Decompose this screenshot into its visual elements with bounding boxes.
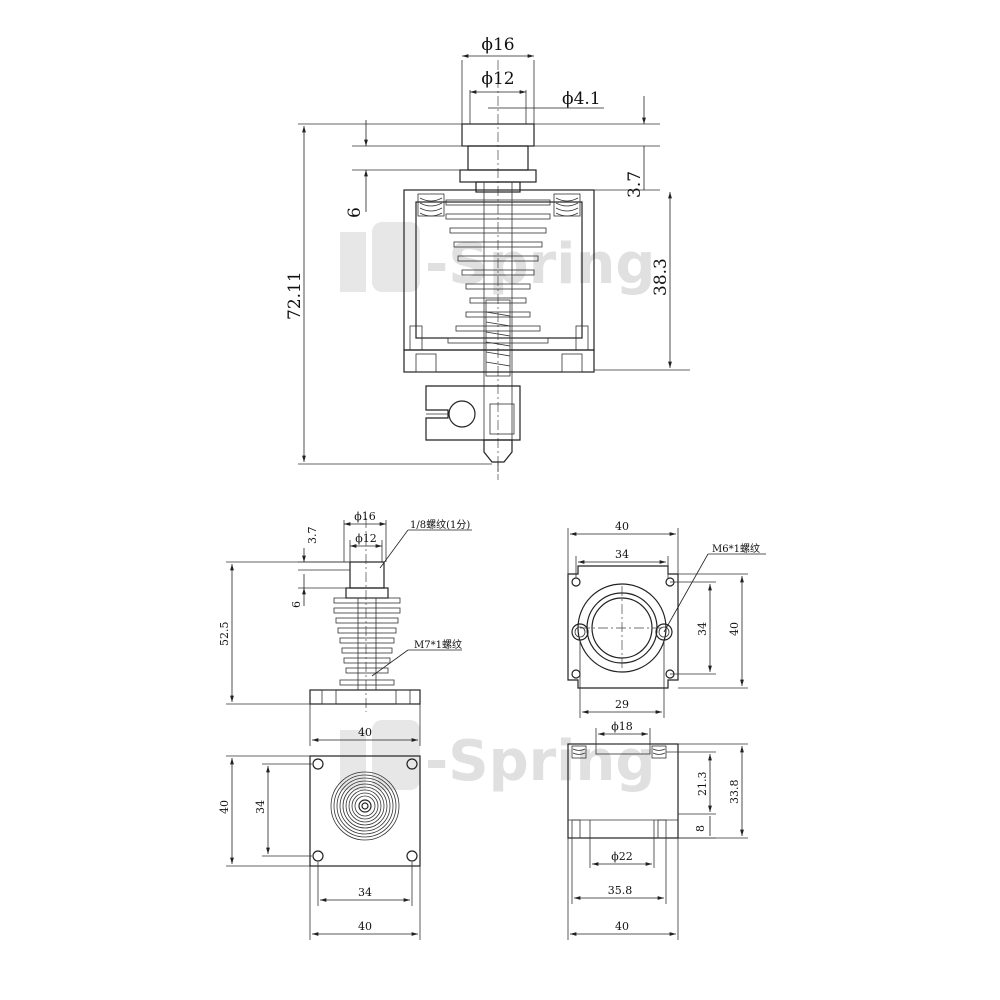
spring-left (417, 193, 445, 217)
thread-m6-label: M6*1螺纹 (712, 542, 760, 555)
top-dim-29: 29 (615, 698, 629, 711)
block-dim-phi22: ϕ22 (611, 850, 633, 863)
bottom-dim-40-v: 40 (218, 800, 231, 814)
watermark-text: -Spring (425, 232, 655, 297)
heatsink-fins (445, 199, 551, 344)
top-flange (567, 565, 679, 689)
nozzle (483, 439, 513, 463)
side-dim-6: 6 (290, 601, 303, 608)
dim-phi12: ϕ12 (481, 69, 514, 89)
watermark-top: -Spring (340, 222, 655, 297)
bottom-view: 40 34 34 40 (218, 755, 421, 940)
spring-right (553, 193, 581, 217)
top-view: 40 34 M6*1螺纹 34 40 29 (567, 520, 766, 718)
front-view: ϕ16 ϕ12 ϕ4.1 3.7 38.3 6 72.11 (285, 35, 690, 480)
dim-72-11: 72.11 (285, 271, 305, 320)
dim-phi4-1: ϕ4.1 (562, 89, 601, 109)
thread-1-8-label: 1/8螺纹(1分) (410, 518, 470, 531)
base-plate (403, 349, 595, 373)
block-dim-21-3: 21.3 (696, 772, 709, 797)
dim-phi16: ϕ16 (481, 35, 514, 55)
watermark-bottom: -Spring (340, 720, 655, 794)
block-dim-40: 40 (615, 920, 629, 933)
watermark-text: -Spring (425, 729, 655, 794)
dim-38-3: 38.3 (651, 258, 671, 296)
block-view: ϕ18 21.3 8 33.8 ϕ22 35.8 40 (567, 720, 748, 940)
block-spring-left (571, 745, 587, 759)
bottom-dim-34-h: 34 (358, 886, 372, 899)
top-dim-34: 34 (615, 548, 629, 561)
top-dim-40: 40 (615, 520, 629, 533)
block-dim-8: 8 (694, 825, 707, 832)
side-dim-40: 40 (358, 726, 372, 739)
top-dim-34-v: 34 (696, 622, 709, 636)
block-dim-33-8: 33.8 (728, 780, 741, 805)
dim-6: 6 (345, 207, 365, 218)
dim-3-7: 3.7 (625, 171, 645, 198)
side-dim-52-5: 52.5 (218, 622, 231, 647)
side-dim-phi16: ϕ16 (354, 510, 376, 523)
side-dim-3-7: 3.7 (306, 527, 319, 545)
concentric-fins (330, 771, 400, 841)
thread-m7-label: M7*1螺纹 (414, 638, 462, 651)
bottom-dim-34-v: 34 (254, 800, 267, 814)
bottom-dim-40-h: 40 (358, 920, 372, 933)
side-dim-phi12: ϕ12 (355, 532, 377, 545)
block-dim-phi18: ϕ18 (611, 720, 633, 733)
block-dim-35-8: 35.8 (608, 884, 633, 897)
heater-block (425, 385, 521, 441)
side-fins (333, 597, 401, 686)
top-dim-40-v: 40 (728, 622, 741, 636)
side-view: ϕ16 ϕ12 1/8螺纹(1分) M7*1螺纹 3.7 6 52.5 40 (218, 510, 472, 746)
